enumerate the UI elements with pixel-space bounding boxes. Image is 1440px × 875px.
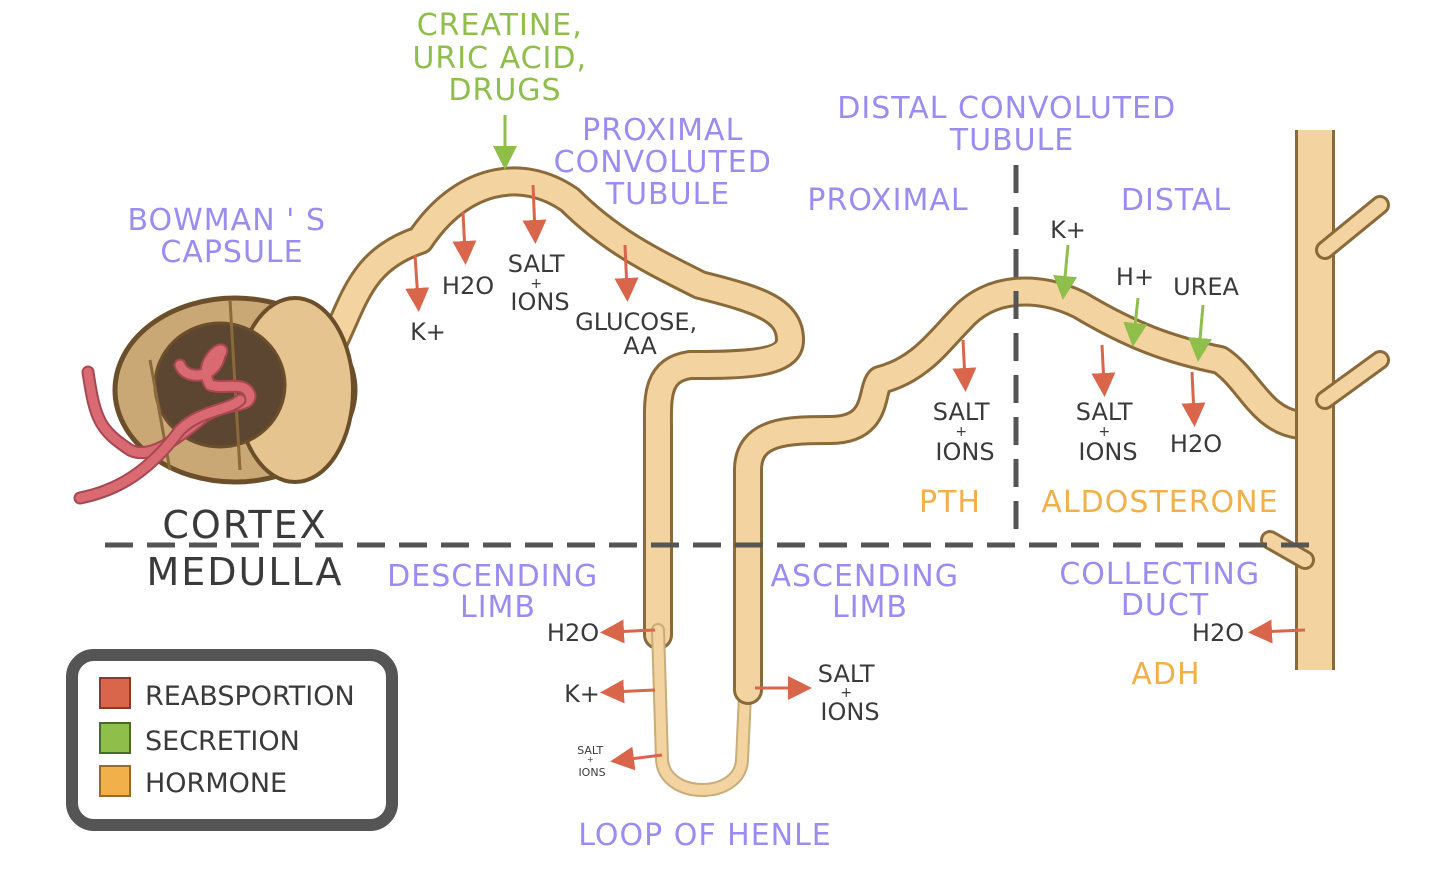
- aldosterone-label: ALDOSTERONE: [1041, 485, 1278, 520]
- pct-h2o-label: H2O: [442, 272, 494, 300]
- reabsorption-arrows: [405, 184, 1306, 771]
- legend-swatch-hormone: [99, 765, 131, 797]
- pth-label: PTH: [919, 485, 981, 520]
- dct-proximal-label: PROXIMAL: [807, 183, 968, 218]
- legend: REABSPORTION SECRETION HORMONE: [66, 649, 398, 831]
- dct-k-label: K+: [1050, 216, 1086, 244]
- dct-dist-salt-ions-label: SALT + IONS: [1076, 398, 1140, 466]
- adh-label: ADH: [1131, 657, 1200, 692]
- dct-label: DISTAL CONVOLUTED TUBULE: [837, 91, 1186, 158]
- legend-label-secretion: SECRETION: [145, 726, 300, 757]
- secretion-arrows: [493, 115, 1213, 362]
- descending-h2o-label: H2O: [547, 619, 599, 647]
- legend-swatch-secretion: [99, 722, 131, 754]
- descending-salt-ions-label: SALT + IONS: [577, 744, 607, 779]
- dct-h-label: H+: [1116, 263, 1154, 291]
- collecting-duct-label: COLLECTING DUCT: [1059, 557, 1270, 623]
- bowmans-capsule-label: BOWMAN ' S CAPSULE: [127, 203, 336, 270]
- medulla-label: MEDULLA: [146, 550, 343, 594]
- legend-swatch-reabsorption: [99, 677, 131, 709]
- cortex-label: CORTEX: [162, 503, 327, 547]
- descending-k-label: K+: [564, 680, 600, 708]
- glomerulus-vessel: [73, 343, 257, 505]
- dct-distal-label: DISTAL: [1121, 183, 1231, 218]
- pct-k-label: K+: [410, 318, 446, 346]
- pct-salt-ions-label: SALT + IONS: [508, 250, 572, 316]
- descending-limb-label: DESCENDING LIMB: [387, 559, 609, 625]
- ascending-limb-label: ASCENDING LIMB: [770, 559, 969, 625]
- secretion-substances-label: CREATINE, URIC ACID, DRUGS: [412, 8, 597, 108]
- loop-of-henle-label: LOOP OF HENLE: [578, 818, 832, 853]
- collecting-h2o-label: H2O: [1192, 619, 1244, 647]
- pct-glucose-label: GLUCOSE, AA: [575, 308, 705, 360]
- legend-label-reabsorption: REABSPORTION: [145, 681, 355, 712]
- ascending-salt-ions-label: SALT + IONS: [818, 660, 882, 726]
- nephron-tubule: [315, 130, 1390, 797]
- dct-urea-label: UREA: [1173, 273, 1239, 301]
- legend-label-hormone: HORMONE: [145, 768, 287, 799]
- dct-prox-salt-ions-label: SALT + IONS: [933, 398, 997, 466]
- pct-label: PROXIMAL CONVOLUTED TUBULE: [554, 113, 783, 212]
- dct-h2o-label: H2O: [1170, 430, 1222, 458]
